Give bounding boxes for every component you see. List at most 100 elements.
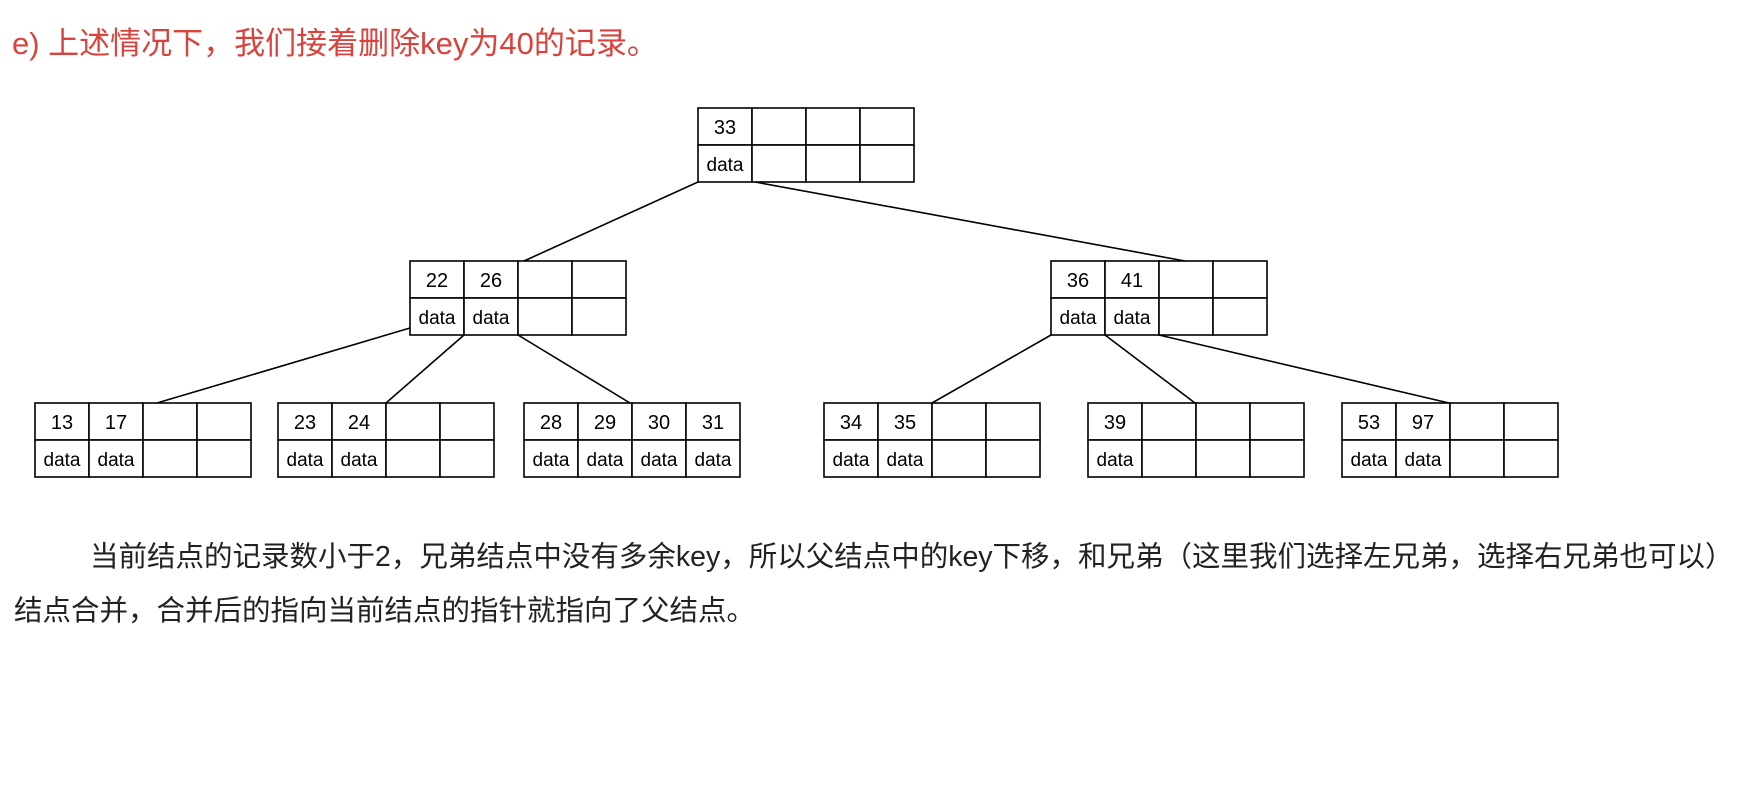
data-cell bbox=[1104, 297, 1160, 336]
node-data-label: data bbox=[44, 450, 81, 471]
data-cell bbox=[439, 439, 495, 478]
node-key: 13 bbox=[51, 412, 73, 434]
node-key: 41 bbox=[1121, 270, 1143, 292]
key-cell bbox=[1141, 402, 1197, 441]
node-data-label: data bbox=[707, 155, 744, 176]
data-cell bbox=[685, 439, 741, 478]
data-cell bbox=[385, 439, 441, 478]
node-key: 22 bbox=[426, 270, 448, 292]
key-cell bbox=[577, 402, 633, 441]
node-key: 31 bbox=[702, 412, 724, 434]
edge-left-leaf1 bbox=[156, 327, 411, 404]
data-cell bbox=[88, 439, 144, 478]
node-data-label: data bbox=[887, 450, 924, 471]
data-cell bbox=[697, 144, 753, 183]
tree-node-leaf6: 53 data 97 data bbox=[1341, 402, 1559, 478]
node-data-label: data bbox=[287, 450, 324, 471]
node-key: 29 bbox=[594, 412, 616, 434]
data-cell bbox=[517, 297, 573, 336]
node-data-label: data bbox=[641, 450, 678, 471]
node-key: 35 bbox=[894, 412, 916, 434]
node-key: 28 bbox=[540, 412, 562, 434]
key-cell bbox=[517, 260, 573, 299]
edge-right-leaf4 bbox=[931, 334, 1052, 404]
data-cell bbox=[1050, 297, 1106, 336]
key-cell bbox=[685, 402, 741, 441]
key-cell bbox=[1195, 402, 1251, 441]
key-cell bbox=[859, 107, 915, 146]
section-heading: e) 上述情况下，我们接着删除key为40的记录。 bbox=[12, 26, 658, 61]
node-data-label: data bbox=[473, 308, 510, 329]
data-cell bbox=[34, 439, 90, 478]
edge-root-right bbox=[754, 181, 1186, 262]
node-data-label: data bbox=[1060, 308, 1097, 329]
key-cell bbox=[277, 402, 333, 441]
key-cell bbox=[523, 402, 579, 441]
data-cell bbox=[1195, 439, 1251, 478]
node-data-label: data bbox=[587, 450, 624, 471]
node-data-label: data bbox=[341, 450, 378, 471]
node-key: 23 bbox=[294, 412, 316, 434]
key-cell bbox=[385, 402, 441, 441]
data-cell bbox=[463, 297, 519, 336]
data-cell bbox=[1249, 439, 1305, 478]
key-cell bbox=[331, 402, 387, 441]
tree-node-root: 33 data bbox=[697, 107, 915, 183]
node-key: 24 bbox=[348, 412, 370, 434]
key-cell bbox=[1503, 402, 1559, 441]
data-cell bbox=[877, 439, 933, 478]
data-cell bbox=[277, 439, 333, 478]
edge-root-left bbox=[523, 181, 699, 262]
data-cell bbox=[931, 439, 987, 478]
data-cell bbox=[1503, 439, 1559, 478]
node-data-label: data bbox=[833, 450, 870, 471]
key-cell bbox=[88, 402, 144, 441]
node-key: 97 bbox=[1412, 412, 1434, 434]
key-cell bbox=[1212, 260, 1268, 299]
node-data-label: data bbox=[1351, 450, 1388, 471]
node-data-label: data bbox=[1097, 450, 1134, 471]
data-cell bbox=[1158, 297, 1214, 336]
key-cell bbox=[571, 260, 627, 299]
key-cell bbox=[631, 402, 687, 441]
node-data-label: data bbox=[1114, 308, 1151, 329]
edge-right-leaf6 bbox=[1158, 334, 1450, 404]
key-cell bbox=[805, 107, 861, 146]
data-cell bbox=[805, 144, 861, 183]
data-cell bbox=[859, 144, 915, 183]
node-key: 26 bbox=[480, 270, 502, 292]
data-cell bbox=[985, 439, 1041, 478]
data-cell bbox=[331, 439, 387, 478]
data-cell bbox=[1141, 439, 1197, 478]
node-data-label: data bbox=[1405, 450, 1442, 471]
node-key: 53 bbox=[1358, 412, 1380, 434]
tree-node-leaf2: 23 data 24 data bbox=[277, 402, 495, 478]
key-cell bbox=[931, 402, 987, 441]
data-cell bbox=[577, 439, 633, 478]
data-cell bbox=[1449, 439, 1505, 478]
key-cell bbox=[142, 402, 198, 441]
node-key: 30 bbox=[648, 412, 670, 434]
data-cell bbox=[571, 297, 627, 336]
key-cell bbox=[1449, 402, 1505, 441]
node-data-label: data bbox=[695, 450, 732, 471]
data-cell bbox=[1212, 297, 1268, 336]
key-cell bbox=[409, 260, 465, 299]
data-cell bbox=[631, 439, 687, 478]
key-cell bbox=[196, 402, 252, 441]
node-data-label: data bbox=[533, 450, 570, 471]
key-cell bbox=[1158, 260, 1214, 299]
data-cell bbox=[409, 297, 465, 336]
node-key: 33 bbox=[714, 117, 736, 139]
node-key: 17 bbox=[105, 412, 127, 434]
explanation-paragraph: 当前结点的记录数小于2，兄弟结点中没有多余key，所以父结点中的key下移，和兄… bbox=[14, 541, 1734, 627]
tree-node-leaf3: 28 data 29 data 30 data 31 data bbox=[523, 402, 741, 478]
key-cell bbox=[697, 107, 753, 146]
key-cell bbox=[439, 402, 495, 441]
key-cell bbox=[751, 107, 807, 146]
edge-left-leaf3 bbox=[517, 334, 631, 404]
